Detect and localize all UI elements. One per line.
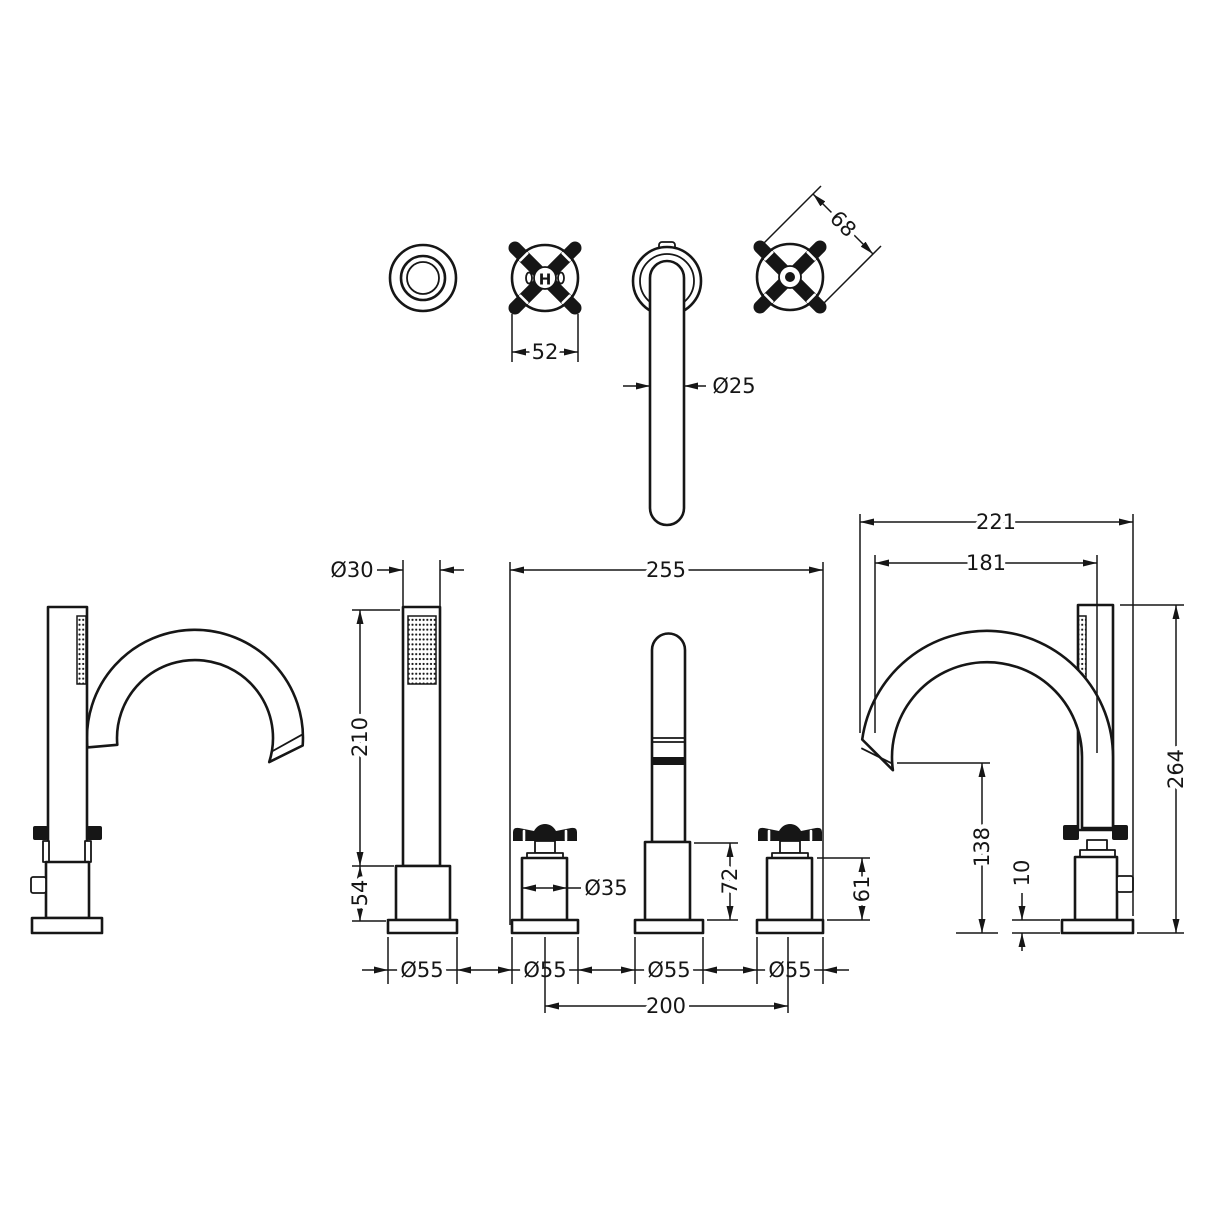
right-side-elevation xyxy=(860,603,1135,935)
hot-stem xyxy=(534,840,556,854)
dim-label-o30: Ø30 xyxy=(330,558,373,582)
dim-label-255: 255 xyxy=(646,558,686,582)
dim-label-10: 10 xyxy=(1010,860,1034,887)
dim-label-61: 61 xyxy=(850,876,874,903)
spout-curve-right xyxy=(860,629,1115,830)
handset-front xyxy=(386,605,459,935)
dim-label-o55-4: Ø55 xyxy=(768,958,811,982)
hot-hub xyxy=(533,266,557,290)
dim-label-221: 221 xyxy=(976,510,1016,534)
dim-label-54: 54 xyxy=(348,880,372,907)
dim-spout-reach-181: 181 xyxy=(874,547,1098,753)
hot-cross-front xyxy=(513,824,577,841)
dim-handle-centres-200: 200 xyxy=(544,937,789,1023)
dim-label-200: 200 xyxy=(646,994,686,1018)
spout-plan-view xyxy=(631,241,703,527)
dim-overall-depth-221: 221 xyxy=(859,506,1134,916)
spout-front xyxy=(633,632,705,935)
dim-handset-height-210: 210 xyxy=(344,609,400,867)
spout-base xyxy=(643,840,692,922)
dim-label-210: 210 xyxy=(348,717,372,757)
dim-handset-dia-30: Ø30 xyxy=(326,554,464,606)
hot-body xyxy=(520,856,569,922)
cold-handle-front xyxy=(755,824,825,935)
front-elevation xyxy=(386,605,825,935)
cross-wing xyxy=(1112,825,1128,840)
dim-label-138: 138 xyxy=(970,827,994,867)
diverter-knob xyxy=(1116,875,1134,893)
dim-overall-height-264: 264 xyxy=(1120,604,1193,934)
cross-wing xyxy=(87,826,102,840)
dim-label-181: 181 xyxy=(966,551,1006,575)
cross-wing xyxy=(33,826,48,840)
spout-curve-left xyxy=(85,628,305,764)
cold-stem xyxy=(779,840,801,854)
dim-flange-row-55: Ø55 Ø55 Ø55 Ø55 xyxy=(362,937,849,987)
hot-indicator-label: H xyxy=(539,271,552,289)
hot-handle-plan-view: H xyxy=(508,241,582,315)
dim-front-overall-255: 255 xyxy=(509,554,824,930)
spout-plinth xyxy=(633,918,705,935)
dim-label-o35: Ø35 xyxy=(584,876,627,900)
spout-tube-plan xyxy=(648,259,686,527)
spout-outlet-front xyxy=(652,757,685,765)
base-plinth xyxy=(1060,918,1135,935)
base-plinth xyxy=(30,916,104,935)
cold-hub-dot xyxy=(785,272,795,282)
spray-face-strip xyxy=(1077,615,1087,678)
dim-label-52: 52 xyxy=(532,340,559,364)
hot-plinth xyxy=(510,918,580,935)
cold-cross-front xyxy=(758,824,822,841)
left-side-elevation xyxy=(30,605,305,935)
dim-handle-width-52: 52 xyxy=(511,314,579,369)
dim-spout-tube-dia-25: Ø25 xyxy=(623,370,760,403)
spray-face xyxy=(407,615,437,685)
dim-label-72: 72 xyxy=(718,868,742,895)
dim-label-264: 264 xyxy=(1164,749,1188,789)
dim-handle-body-dia-35: Ø35 xyxy=(522,872,632,905)
handset-plinth xyxy=(386,918,459,935)
dimensions: 52 68 Ø25 Ø30 255 xyxy=(326,185,1193,1023)
spout-tip-joint xyxy=(860,747,893,765)
diverter-knob xyxy=(30,876,47,894)
spray-face-strip xyxy=(76,615,87,685)
handset-holder-plan-view xyxy=(388,243,458,313)
dim-spout-outlet-height-138: 138 xyxy=(897,762,999,934)
hot-handle-front xyxy=(510,824,580,935)
dim-handset-base-54: 54 xyxy=(344,866,386,922)
dim-label-o55-1: Ø55 xyxy=(400,958,443,982)
plan-view-row: H xyxy=(388,240,827,527)
holder-inner-ring xyxy=(406,261,440,295)
stem-right xyxy=(1086,839,1108,851)
dim-base-plate-10: 10 xyxy=(1006,855,1060,951)
dim-spout-column-72: 72 xyxy=(694,842,747,921)
dim-label-o55-3: Ø55 xyxy=(647,958,690,982)
cold-plinth xyxy=(755,918,825,935)
spout-tip-joint xyxy=(271,733,304,753)
valve-body-right xyxy=(1073,855,1119,922)
valve-body-left xyxy=(44,860,91,920)
dim-handle-height-61: 61 xyxy=(817,857,879,921)
cold-body xyxy=(765,856,814,922)
cold-handle-plan-view xyxy=(753,240,827,314)
cross-wing xyxy=(1063,825,1079,840)
dim-label-o25: Ø25 xyxy=(712,374,755,398)
handset-holder xyxy=(394,864,452,922)
